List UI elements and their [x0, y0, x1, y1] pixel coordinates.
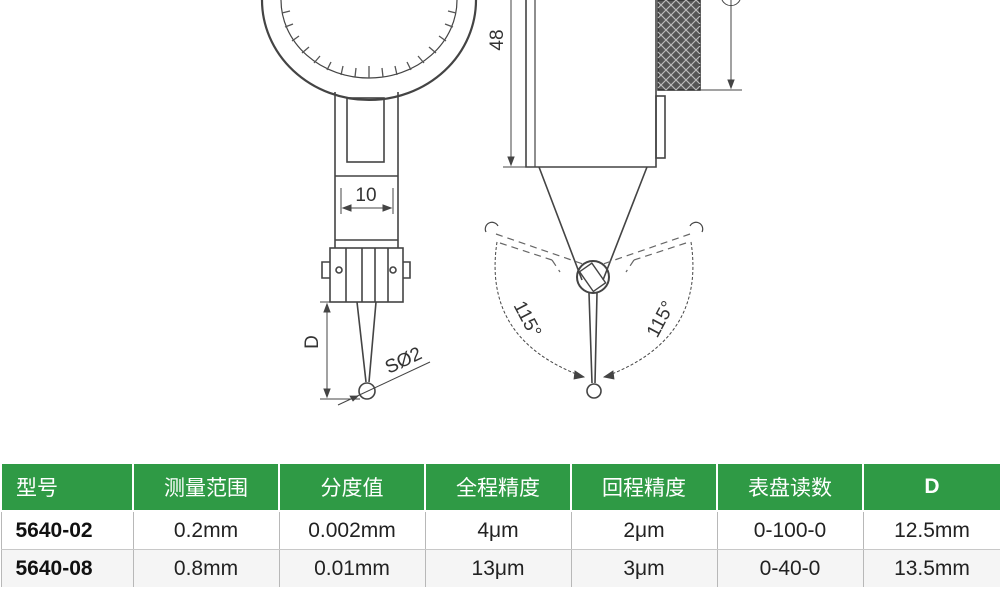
clamp-block — [329, 247, 404, 303]
cell-d: 12.5mm — [862, 511, 1000, 550]
technical-drawing: 10 48 D SØ2 115° 115° — [260, 0, 742, 406]
height-dim-label: 48 — [487, 29, 508, 50]
side-view — [484, 0, 742, 399]
height-dimension — [503, 0, 540, 168]
header-full-accuracy: 全程精度 — [424, 462, 572, 512]
d-dim-label: D — [302, 335, 323, 349]
cell-range: 0.2mm — [132, 511, 280, 550]
cell-range: 0.8mm — [132, 549, 280, 587]
cell-graduation: 0.002mm — [278, 511, 426, 550]
stem-window — [346, 97, 385, 163]
knurled-knob — [657, 0, 701, 91]
table-row: 5640-08 0.8mm 0.01mm 13μm 3μm 0-40-0 13.… — [0, 549, 1000, 587]
side-button — [655, 95, 666, 159]
cell-model: 5640-08 — [0, 549, 134, 587]
right-angle-arc — [603, 241, 694, 378]
header-return-accuracy: 回程精度 — [570, 462, 718, 512]
cell-dial-reading: 0-100-0 — [716, 511, 864, 550]
width-dimension — [340, 188, 394, 214]
cell-dial-reading: 0-40-0 — [716, 549, 864, 587]
angle-right-label: 115° — [643, 298, 679, 341]
cell-return-accuracy: 2μm — [570, 511, 718, 550]
stem-body — [334, 92, 399, 248]
knob-dimension — [700, 0, 742, 91]
cell-full-accuracy: 4μm — [424, 511, 572, 550]
angle-left-label: 115° — [509, 298, 545, 341]
front-view — [260, 0, 478, 406]
header-d: D — [862, 462, 1000, 512]
dial-tick-marks — [281, 10, 457, 78]
cell-d: 13.5mm — [862, 549, 1000, 587]
dial-outer-ring — [260, 0, 478, 102]
knurl-pattern — [657, 0, 701, 91]
side-stylus — [588, 292, 598, 384]
header-model: 型号 — [0, 462, 134, 512]
cell-graduation: 0.01mm — [278, 549, 426, 587]
table-header-row: 型号 测量范围 分度值 全程精度 回程精度 表盘读数 D — [0, 462, 1000, 512]
table-row: 5640-02 0.2mm 0.002mm 4μm 2μm 0-100-0 12… — [0, 511, 1000, 550]
left-angle-arc — [494, 241, 585, 378]
header-dial-reading: 表盘读数 — [716, 462, 864, 512]
stylus — [356, 301, 377, 383]
ball-dim-label: SØ2 — [382, 343, 425, 378]
side-body — [525, 0, 657, 168]
swing-lines — [495, 233, 691, 273]
cell-return-accuracy: 3μm — [570, 549, 718, 587]
header-range: 测量范围 — [132, 462, 280, 512]
pivot-screw — [576, 260, 610, 294]
cell-full-accuracy: 13μm — [424, 549, 572, 587]
side-cone — [538, 166, 648, 281]
side-stylus-ball — [586, 383, 602, 399]
spec-table: 型号 测量范围 分度值 全程精度 回程精度 表盘读数 D 5640-02 0.2… — [0, 462, 1000, 587]
d-dimension — [320, 301, 360, 400]
cell-model: 5640-02 — [0, 511, 134, 550]
width-dim-label: 10 — [355, 185, 376, 206]
stylus-ball — [358, 382, 376, 400]
header-graduation: 分度值 — [278, 462, 426, 512]
